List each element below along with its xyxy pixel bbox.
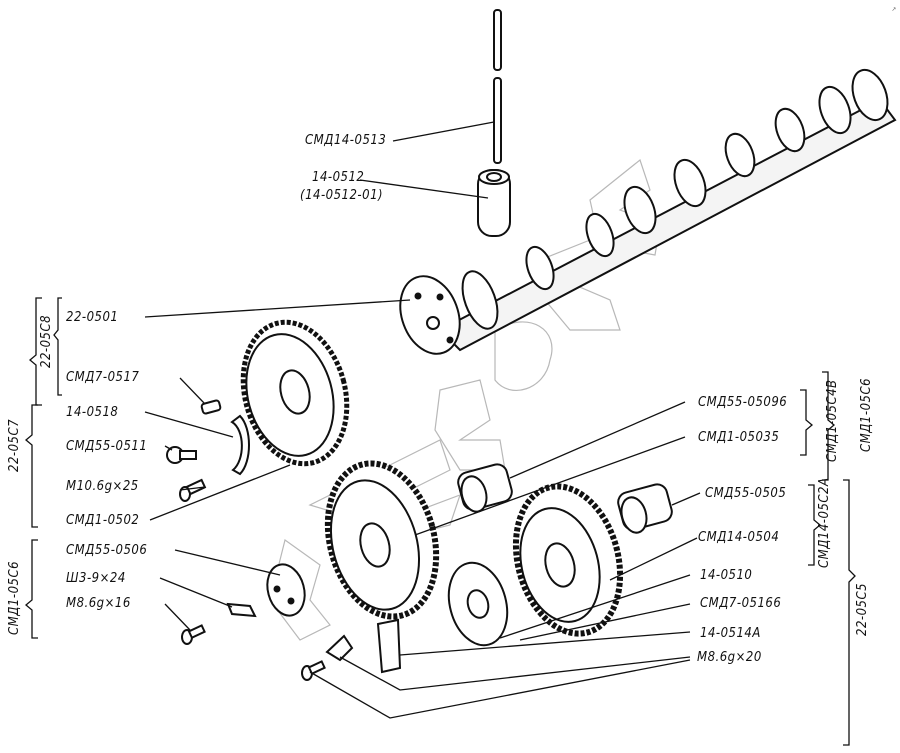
group-brackets: [24, 297, 856, 746]
rod: [493, 9, 502, 164]
callout-clip: 14-0514А: [700, 626, 761, 641]
group-left-bottom: СМД1-05С6: [7, 560, 22, 635]
callout-tube-alt: (14-0512-01): [300, 188, 384, 203]
cam-gear: [240, 319, 350, 467]
callout-bolt-b: М10.6g×25: [66, 479, 139, 494]
callout-lock-plate: 14-0518: [66, 405, 119, 420]
callout-washer: Ш3-9×24: [66, 571, 126, 586]
camshaft: [399, 68, 897, 355]
callout-bolt-c: М8.6g×16: [66, 596, 131, 611]
idler-gear: [324, 460, 440, 620]
callout-cam-gear: СМД1-0502: [66, 513, 140, 528]
thrust-disc: [266, 563, 306, 617]
drive-gear: [512, 483, 624, 637]
callout-pin: СМД7-0517: [66, 370, 140, 385]
callout-bushing-a: СМД55-05096: [698, 395, 788, 410]
callout-drive-gear: СМД14-0504: [698, 530, 780, 545]
corner-mark: ↗: [891, 6, 896, 13]
group-right-upper-inner: СМД1-05С4В: [825, 379, 840, 462]
flange-disc: [447, 561, 509, 647]
callout-idler-gear: СМД1-05035: [698, 430, 780, 445]
small-parts: [166, 399, 402, 681]
callout-flange: 14-0510: [700, 568, 753, 583]
callout-bolt-a: СМД55-0511: [66, 439, 148, 454]
bushing-b: [617, 483, 673, 534]
group-left-outer: 22-05С7: [7, 418, 22, 472]
leader-lines: [144, 121, 701, 719]
callout-bolt-d: М8.6g×20: [697, 650, 762, 665]
callout-disc: СМД55-0506: [66, 543, 148, 558]
callout-rod: СМД14-0513: [305, 133, 387, 148]
tube: [477, 169, 511, 237]
callout-tube: 14-0512: [312, 170, 365, 185]
group-right-outer: 22-05С5: [855, 582, 870, 636]
callout-bushing-b: СМД55-0505: [705, 486, 787, 501]
group-left-inner: 22-05С8: [39, 314, 54, 368]
callout-bracket: СМД7-05166: [700, 596, 782, 611]
group-right-middle: СМД14-05С2А: [817, 477, 832, 569]
group-right-upper-outer: СМД1-05С6: [859, 377, 874, 452]
bushing-a: [457, 463, 513, 513]
callout-camshaft: 22-0501: [66, 310, 119, 325]
